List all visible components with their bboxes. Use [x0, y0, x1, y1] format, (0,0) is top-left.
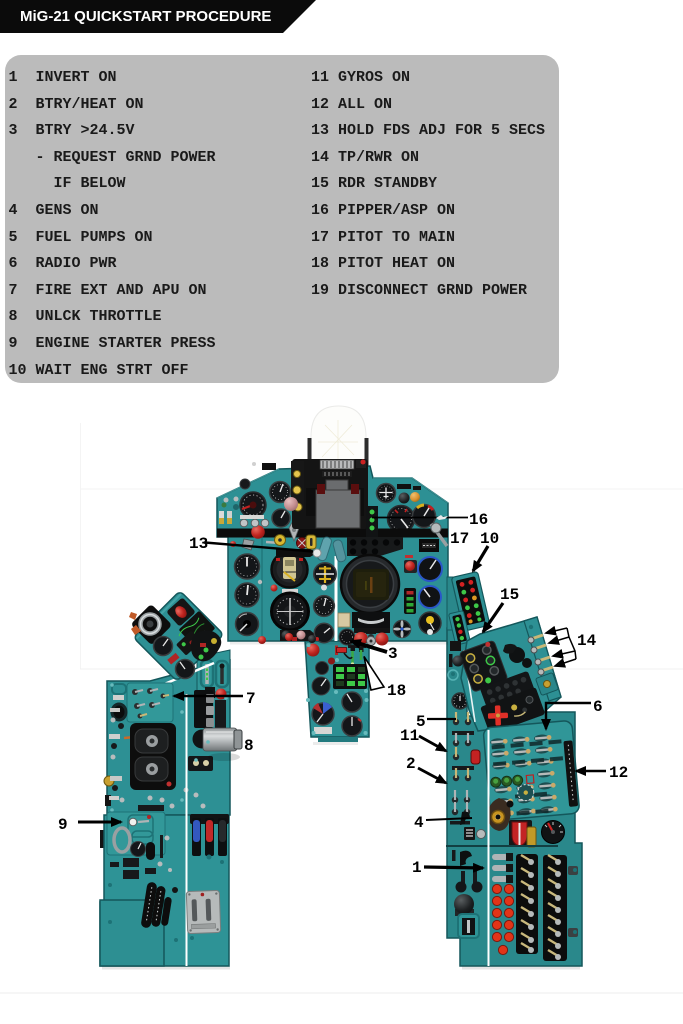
svg-text:9: 9: [58, 816, 68, 834]
svg-text:8: 8: [244, 737, 254, 755]
svg-text:16: 16: [469, 511, 488, 529]
svg-text:11: 11: [400, 727, 419, 745]
svg-text:13: 13: [189, 535, 208, 553]
svg-text:4: 4: [414, 814, 424, 832]
svg-text:18: 18: [387, 682, 406, 700]
svg-text:5: 5: [416, 713, 426, 731]
svg-text:14: 14: [577, 632, 597, 650]
svg-text:15: 15: [500, 586, 519, 604]
svg-text:3: 3: [388, 645, 398, 663]
svg-text:17: 17: [450, 530, 469, 548]
svg-text:2: 2: [406, 755, 416, 773]
svg-text:10: 10: [480, 530, 499, 548]
svg-text:12: 12: [609, 764, 628, 782]
svg-text:6: 6: [593, 698, 603, 716]
svg-text:1: 1: [412, 859, 422, 877]
svg-text:7: 7: [246, 690, 256, 708]
